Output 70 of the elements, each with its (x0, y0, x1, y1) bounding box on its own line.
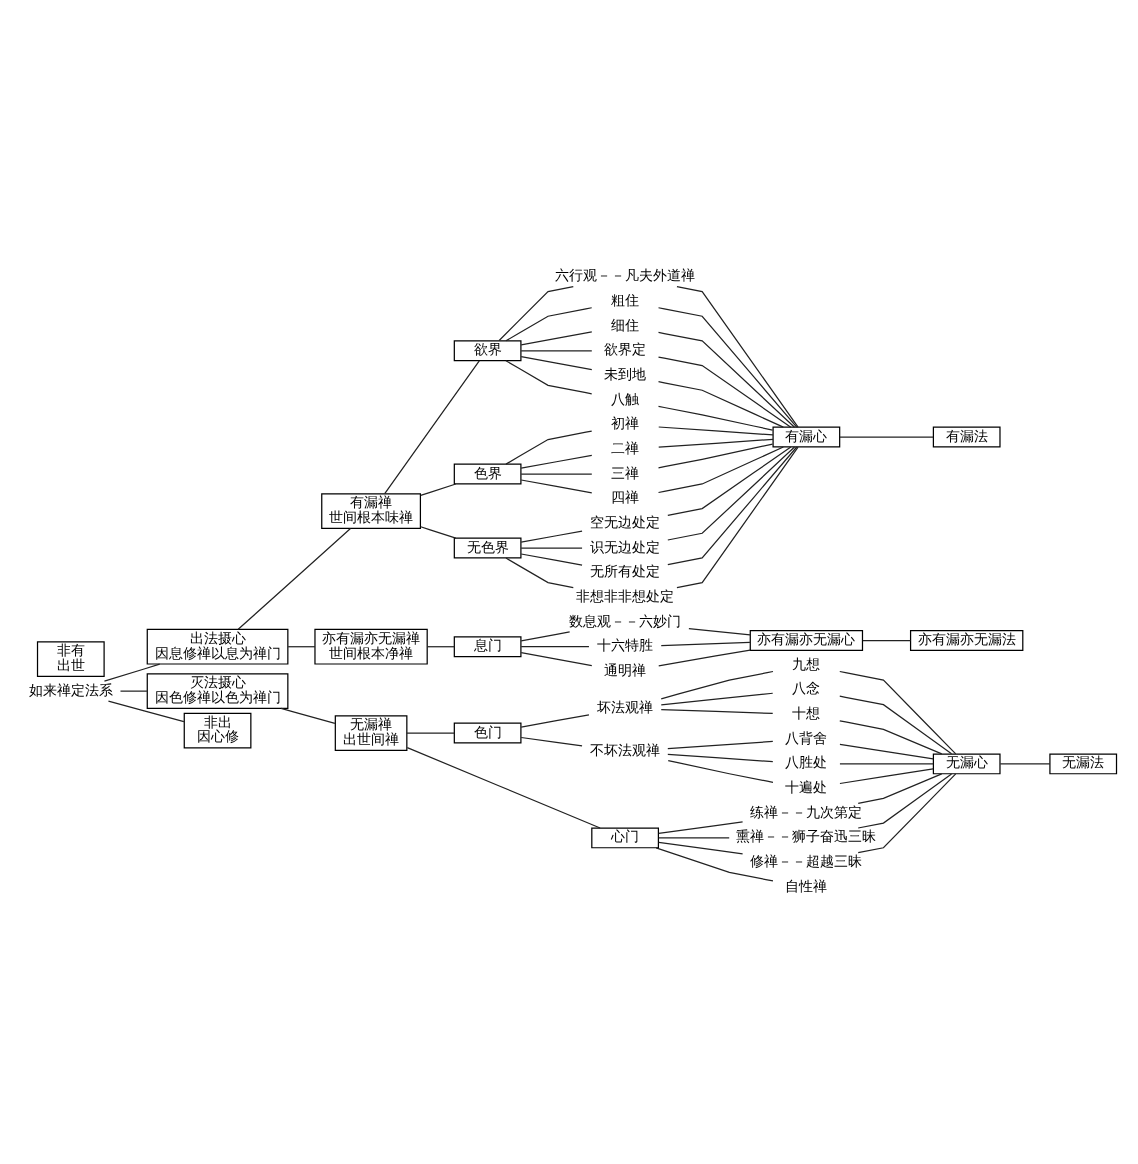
connector (520, 356, 593, 371)
connector (520, 454, 593, 469)
connector (426, 646, 455, 648)
connector (688, 627, 751, 636)
connector (655, 847, 774, 882)
connector (667, 446, 792, 516)
connector (657, 307, 798, 428)
connector (520, 652, 593, 667)
connector (839, 763, 934, 765)
connector (520, 736, 583, 747)
connector (237, 527, 352, 630)
connector (657, 381, 784, 428)
connector (406, 732, 455, 734)
connector (658, 837, 730, 839)
connector (498, 286, 574, 342)
connector (657, 443, 774, 469)
connector (420, 483, 457, 497)
connector (280, 707, 336, 724)
connector (667, 759, 774, 783)
connector (999, 763, 1051, 765)
connector (657, 331, 796, 428)
connector (667, 740, 774, 750)
connector (657, 446, 784, 494)
connector (658, 426, 774, 436)
connector (658, 821, 744, 835)
connector (857, 773, 957, 854)
connector (862, 639, 912, 642)
connector (287, 646, 316, 648)
connector (520, 473, 593, 475)
connector (520, 547, 583, 549)
connector (520, 479, 593, 494)
connector (660, 709, 774, 715)
connector (676, 286, 799, 428)
connector (505, 430, 593, 465)
connector (520, 646, 590, 648)
connector (520, 714, 590, 728)
connector (658, 649, 751, 667)
connector (839, 720, 943, 755)
connector (520, 631, 571, 642)
connector (658, 841, 744, 855)
connector (660, 641, 751, 647)
connector (658, 438, 774, 448)
connector (839, 695, 953, 755)
connector (406, 747, 601, 829)
connector (657, 405, 774, 431)
connector (520, 350, 593, 352)
connector (505, 557, 574, 589)
connector (839, 670, 957, 755)
connector (667, 446, 798, 566)
connector (676, 446, 799, 589)
connector (857, 773, 953, 829)
connector (107, 700, 185, 723)
connector (660, 670, 774, 700)
connector (103, 663, 161, 682)
connector (839, 743, 934, 760)
connector (667, 753, 774, 763)
connector (505, 360, 593, 395)
connector (660, 692, 774, 706)
connector (420, 526, 457, 539)
connector (667, 446, 796, 541)
connector (839, 768, 934, 785)
connector (520, 331, 593, 346)
connector (839, 436, 934, 438)
connector (505, 307, 593, 342)
connector (857, 773, 943, 804)
connector (520, 530, 583, 543)
connector (520, 553, 583, 566)
connector (657, 356, 792, 428)
connector (384, 360, 480, 495)
connector (119, 690, 148, 692)
